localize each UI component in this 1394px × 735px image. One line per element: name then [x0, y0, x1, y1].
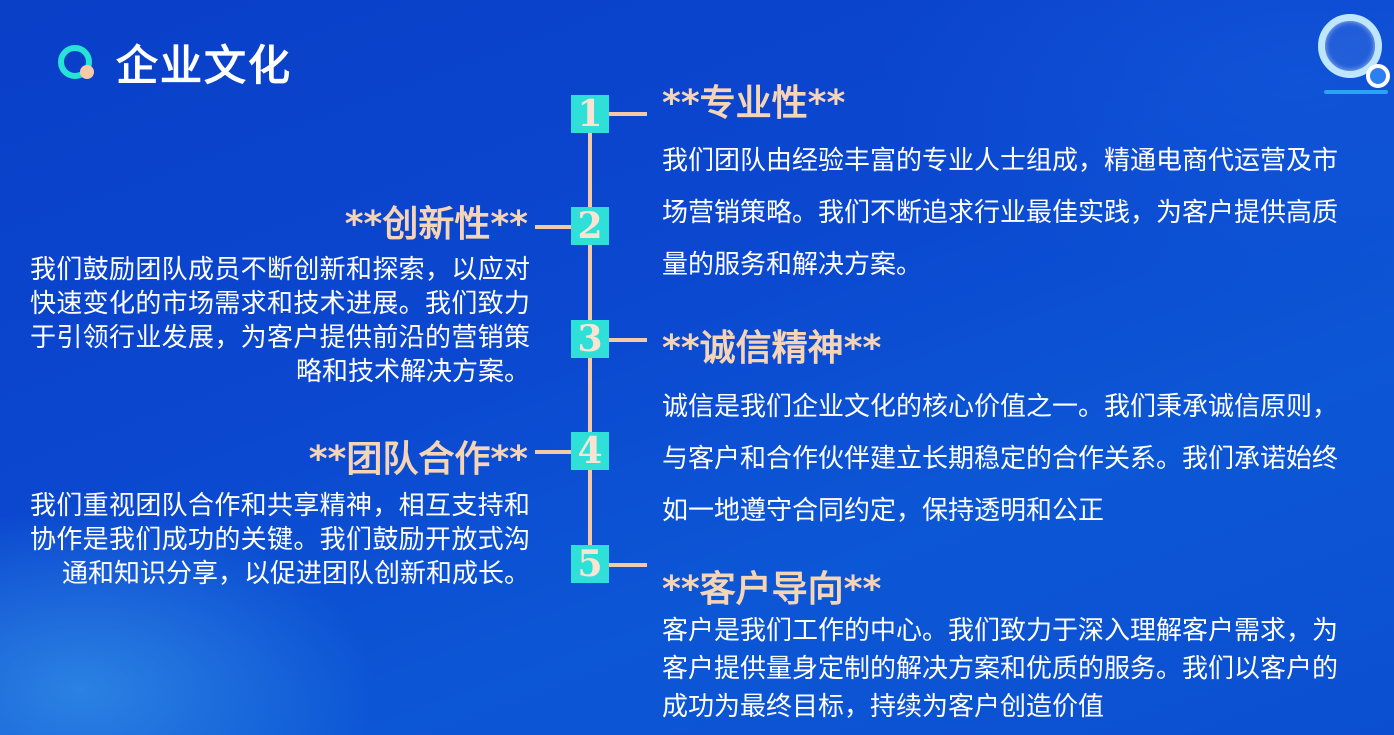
title-magnifier-icon	[58, 43, 96, 81]
heading-innovation: **创新性**	[344, 204, 528, 245]
step-number-3: 3	[571, 320, 609, 358]
search-ring-logo-icon	[1316, 12, 1390, 96]
text-integrity: 诚信是我们企业文化的核心价值之一。我们秉承诚信原则，与客户和合作伙伴建立长期稳定…	[662, 392, 1339, 526]
step-number-2: 2	[571, 207, 609, 245]
step-number-1: 1	[571, 95, 609, 133]
connector-3	[609, 338, 647, 342]
heading-integrity: **诚信精神**	[662, 328, 882, 369]
step-number-4: 4	[571, 432, 609, 470]
heading-professional: **专业性**	[662, 83, 846, 124]
step-number-5: 5	[571, 545, 609, 583]
connector-5	[609, 563, 647, 567]
heading-teamwork: **团队合作**	[308, 439, 528, 480]
text-professional: 我们团队由经验丰富的专业人士组成，精通电商代运营及市场营销策略。我们不断追求行业…	[662, 146, 1339, 280]
page-header: 企业文化	[58, 34, 292, 90]
connector-2	[535, 225, 571, 229]
text-customer-oriented: 客户是我们工作的中心。我们致力于深入理解客户需求，为客户提供量身定制的解决方案和…	[662, 616, 1339, 722]
text-innovation: 我们鼓励团队成员不断创新和探索，以应对快速变化的市场需求和技术进展。我们致力于引…	[30, 255, 530, 387]
text-teamwork: 我们重视团队合作和共享精神，相互支持和协作是我们成功的关键。我们鼓励开放式沟通和…	[30, 491, 530, 589]
connector-1	[609, 112, 647, 116]
connector-4	[535, 450, 571, 454]
page-title: 企业文化	[116, 40, 293, 90]
heading-customer-oriented: **客户导向**	[662, 569, 882, 610]
